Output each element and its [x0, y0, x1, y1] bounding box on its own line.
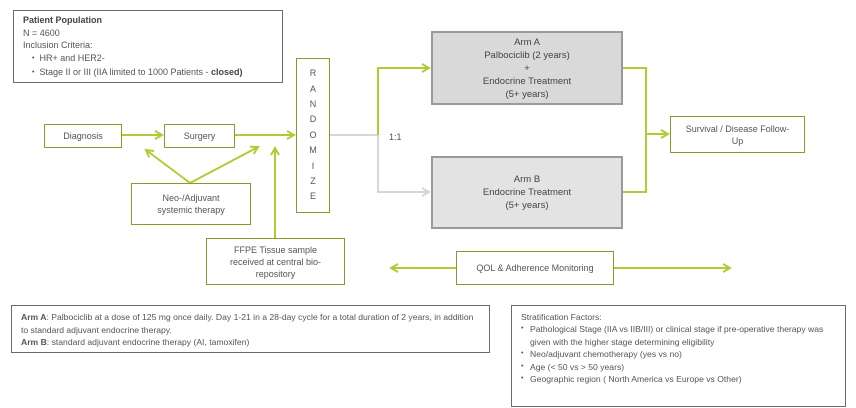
randomize-letter: E [309, 191, 316, 202]
survival-line-2: Up [731, 135, 744, 146]
arrow-to-arm-a [377, 68, 429, 135]
ffpe-line-2: received at central bio- [229, 256, 322, 267]
stratification-item: Age (< 50 vs > 50 years) [521, 361, 836, 374]
arrow-neo-left [146, 150, 191, 184]
arm-b-endocrine: Endocrine Treatment [482, 187, 572, 198]
patient-population-title: Patient Population [23, 15, 103, 25]
patient-count: N = 4600 [23, 27, 60, 38]
ffpe-tissue-box: FFPE Tissue sample received at central b… [206, 238, 345, 285]
neo-adjuvant-line-2: systemic therapy [157, 205, 225, 215]
randomize-letter: I [311, 160, 315, 171]
diagnosis-label: Diagnosis [63, 131, 103, 141]
stratification-list: Pathological Stage (IIA vs IIB/III) or c… [521, 323, 836, 385]
neo-adjuvant-box: Neo-/Adjuvant systemic therapy [131, 183, 251, 225]
arm-a-drug: Palbociclib (2 years) [484, 49, 570, 61]
randomize-letter: Z [310, 176, 316, 187]
qol-monitoring-box: QOL & Adherence Monitoring [456, 251, 614, 285]
arrow-to-arm-b [377, 135, 429, 192]
surgery-label: Surgery [183, 131, 216, 141]
stratification-item: Pathological Stage (IIA vs IIB/III) or c… [521, 323, 836, 348]
randomize-letter: A [309, 83, 316, 94]
arm-b-title: Arm B [513, 174, 541, 185]
arm-a-title: Arm A [514, 36, 540, 48]
arm-a-description: Arm A: Palbociclib at a dose of 125 mg o… [21, 312, 474, 335]
randomize-letter: R [309, 68, 317, 79]
neo-adjuvant-line-1: Neo-/Adjuvant [162, 193, 220, 203]
randomize-letter: D [309, 114, 317, 125]
randomize-letter: M [309, 145, 317, 156]
arm-b-box: Arm B Endocrine Treatment (5+ years) [431, 156, 623, 229]
ffpe-line-1: FFPE Tissue sample [233, 244, 318, 255]
randomize-letter: N [309, 98, 317, 109]
diagnosis-box: Diagnosis [44, 124, 122, 148]
arrow-neo-right [189, 147, 258, 184]
arm-b-duration: (5+ years) [505, 200, 549, 211]
arm-a-endocrine: Endocrine Treatment [482, 75, 572, 87]
patient-population-box: Patient Population N = 4600 Inclusion Cr… [13, 10, 283, 83]
randomize-letter: O [309, 129, 317, 140]
arm-a-duration: (5+ years) [505, 88, 549, 100]
stratification-factors-box: Stratification Factors: Pathological Sta… [511, 305, 846, 407]
surgery-box: Surgery [164, 124, 235, 148]
survival-line-1: Survival / Disease Follow- [685, 123, 790, 134]
inclusion-criteria-label: Inclusion Criteria: [23, 40, 93, 50]
arm-a-plus: + [524, 62, 530, 74]
criteria-item: HR+ and HER2- [32, 52, 273, 67]
stratification-item: Neo/adjuvant chemotherapy (yes vs no) [521, 348, 836, 361]
survival-follow-up-box: Survival / Disease Follow- Up [670, 116, 805, 153]
stratification-item: Geographic region ( North America vs Eur… [521, 373, 836, 386]
criteria-item: Stage II or III (IIA limited to 1000 Pat… [32, 66, 273, 81]
randomization-ratio: 1:1 [389, 132, 402, 142]
arm-a-box: Arm A Palbociclib (2 years) + Endocrine … [431, 31, 623, 105]
arm-a-out-line [622, 67, 647, 193]
ffpe-line-3: repository [255, 268, 296, 279]
inclusion-criteria-list: HR+ and HER2- Stage II or III (IIA limit… [23, 52, 273, 81]
qol-label: QOL & Adherence Monitoring [476, 263, 594, 273]
arm-description-box: Arm A: Palbociclib at a dose of 125 mg o… [11, 305, 490, 353]
randomize-box: R A N D O M I Z E [296, 58, 330, 213]
arm-b-description: Arm B: standard adjuvant endocrine thera… [21, 337, 250, 348]
stratification-title: Stratification Factors: [521, 312, 602, 322]
